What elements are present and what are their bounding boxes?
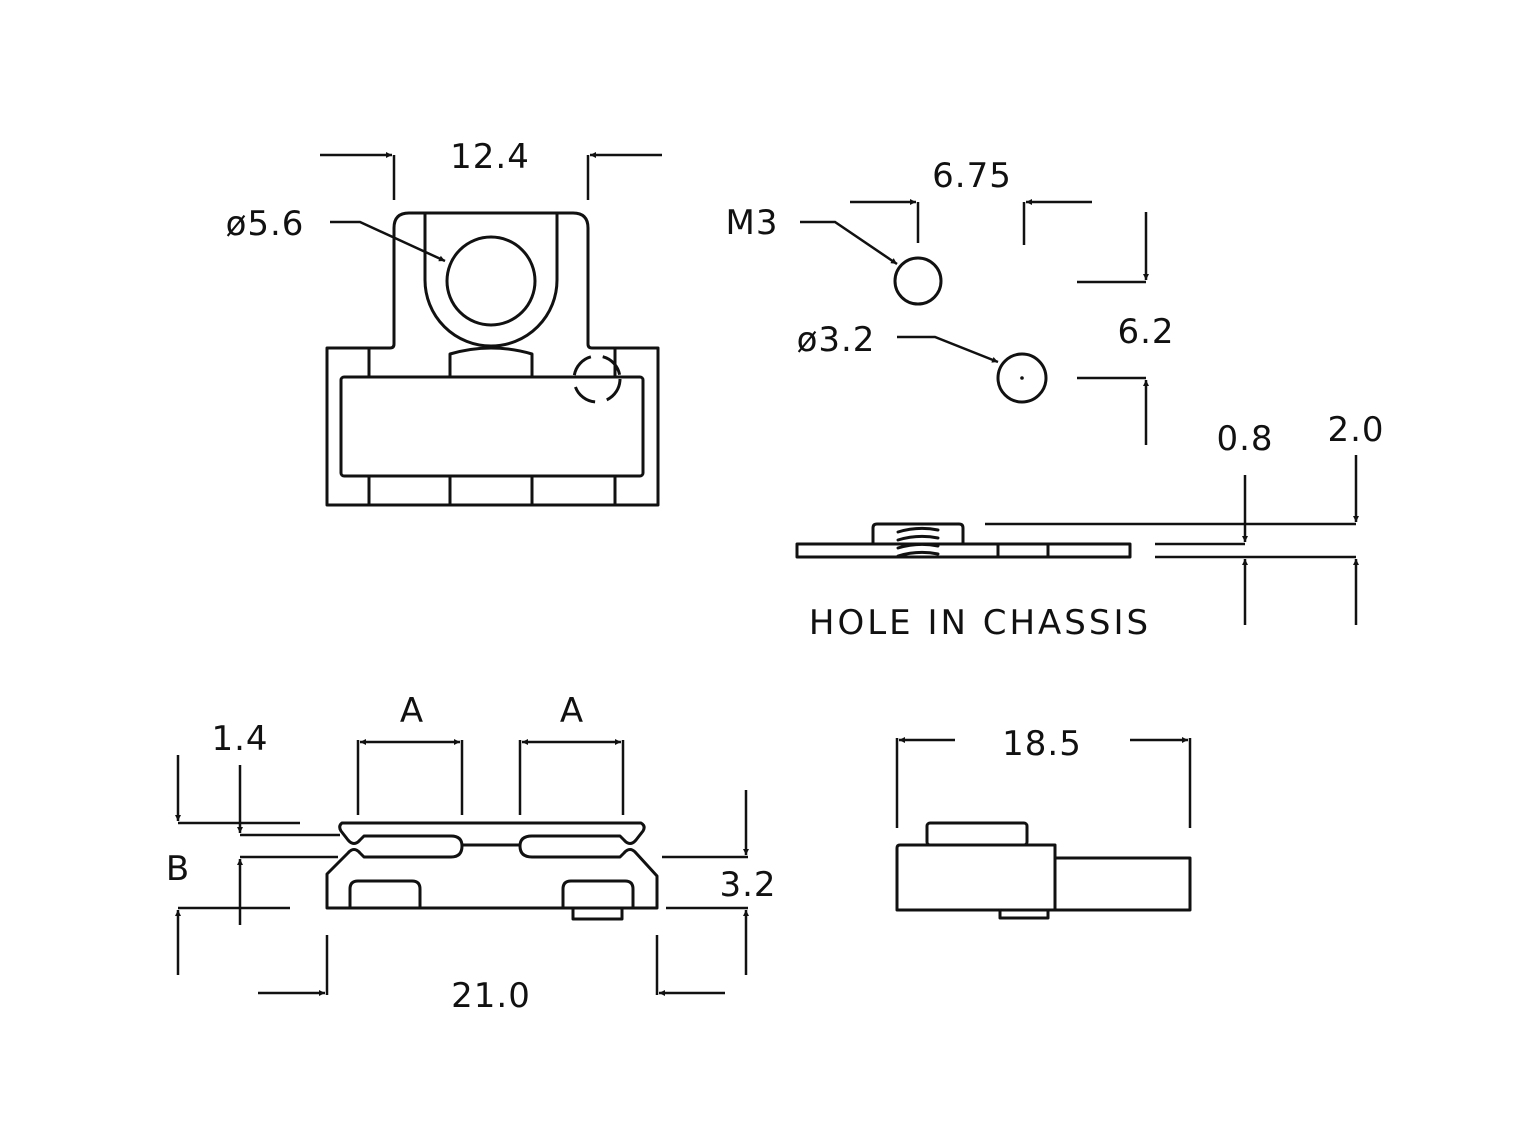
- chassis-view: 0.8 2.0 HOLE IN CHASSIS: [795, 410, 1384, 643]
- height-dim-label: 3.2: [719, 865, 776, 905]
- clearance-hole: [996, 352, 1048, 404]
- max-thickness-label: 2.0: [1327, 410, 1384, 450]
- mounting-hole: [445, 235, 537, 327]
- slot-a-right-label: A: [560, 691, 584, 731]
- side-view: A A 1.4 B 3.2 21.0: [166, 691, 776, 1016]
- detail-circle: [572, 354, 622, 404]
- top-view: 12.4 ø5.6: [226, 137, 662, 507]
- slot-a-left-label: A: [400, 691, 424, 731]
- hole-pattern-view: M3 6.75 ø3.2 6.2: [726, 156, 1174, 445]
- end-body: [895, 843, 1192, 912]
- length-dim-label: 21.0: [451, 976, 531, 1016]
- chassis-title: HOLE IN CHASSIS: [809, 603, 1151, 643]
- nut: [871, 522, 965, 546]
- lower-cutouts: [348, 879, 635, 921]
- end-bottom-tab: [998, 908, 1050, 920]
- end-top-block: [925, 821, 1029, 847]
- spacing-label: 6.75: [932, 156, 1012, 196]
- lip-dim-label: 1.4: [211, 719, 268, 759]
- hole-dia-label: ø5.6: [226, 204, 305, 244]
- end-width-dim-label: 18.5: [1002, 724, 1082, 764]
- gap-label: B: [166, 849, 190, 889]
- width-dim-label: 12.4: [450, 137, 530, 177]
- screw-thread: [896, 526, 1050, 559]
- offset-label: 6.2: [1117, 312, 1174, 352]
- u-bracket: [423, 211, 559, 348]
- body-divisions: [367, 346, 617, 507]
- end-view: 18.5: [895, 724, 1192, 920]
- boss: [448, 346, 534, 379]
- top-view-outline: [325, 211, 660, 507]
- thread-label: M3: [726, 203, 779, 243]
- chassis-plate: [795, 542, 1132, 559]
- clearance-dia-label: ø3.2: [797, 320, 876, 360]
- min-thickness-label: 0.8: [1216, 419, 1273, 459]
- m3-hole: [893, 256, 943, 306]
- inner-body: [339, 375, 645, 478]
- top-lip: [325, 821, 659, 910]
